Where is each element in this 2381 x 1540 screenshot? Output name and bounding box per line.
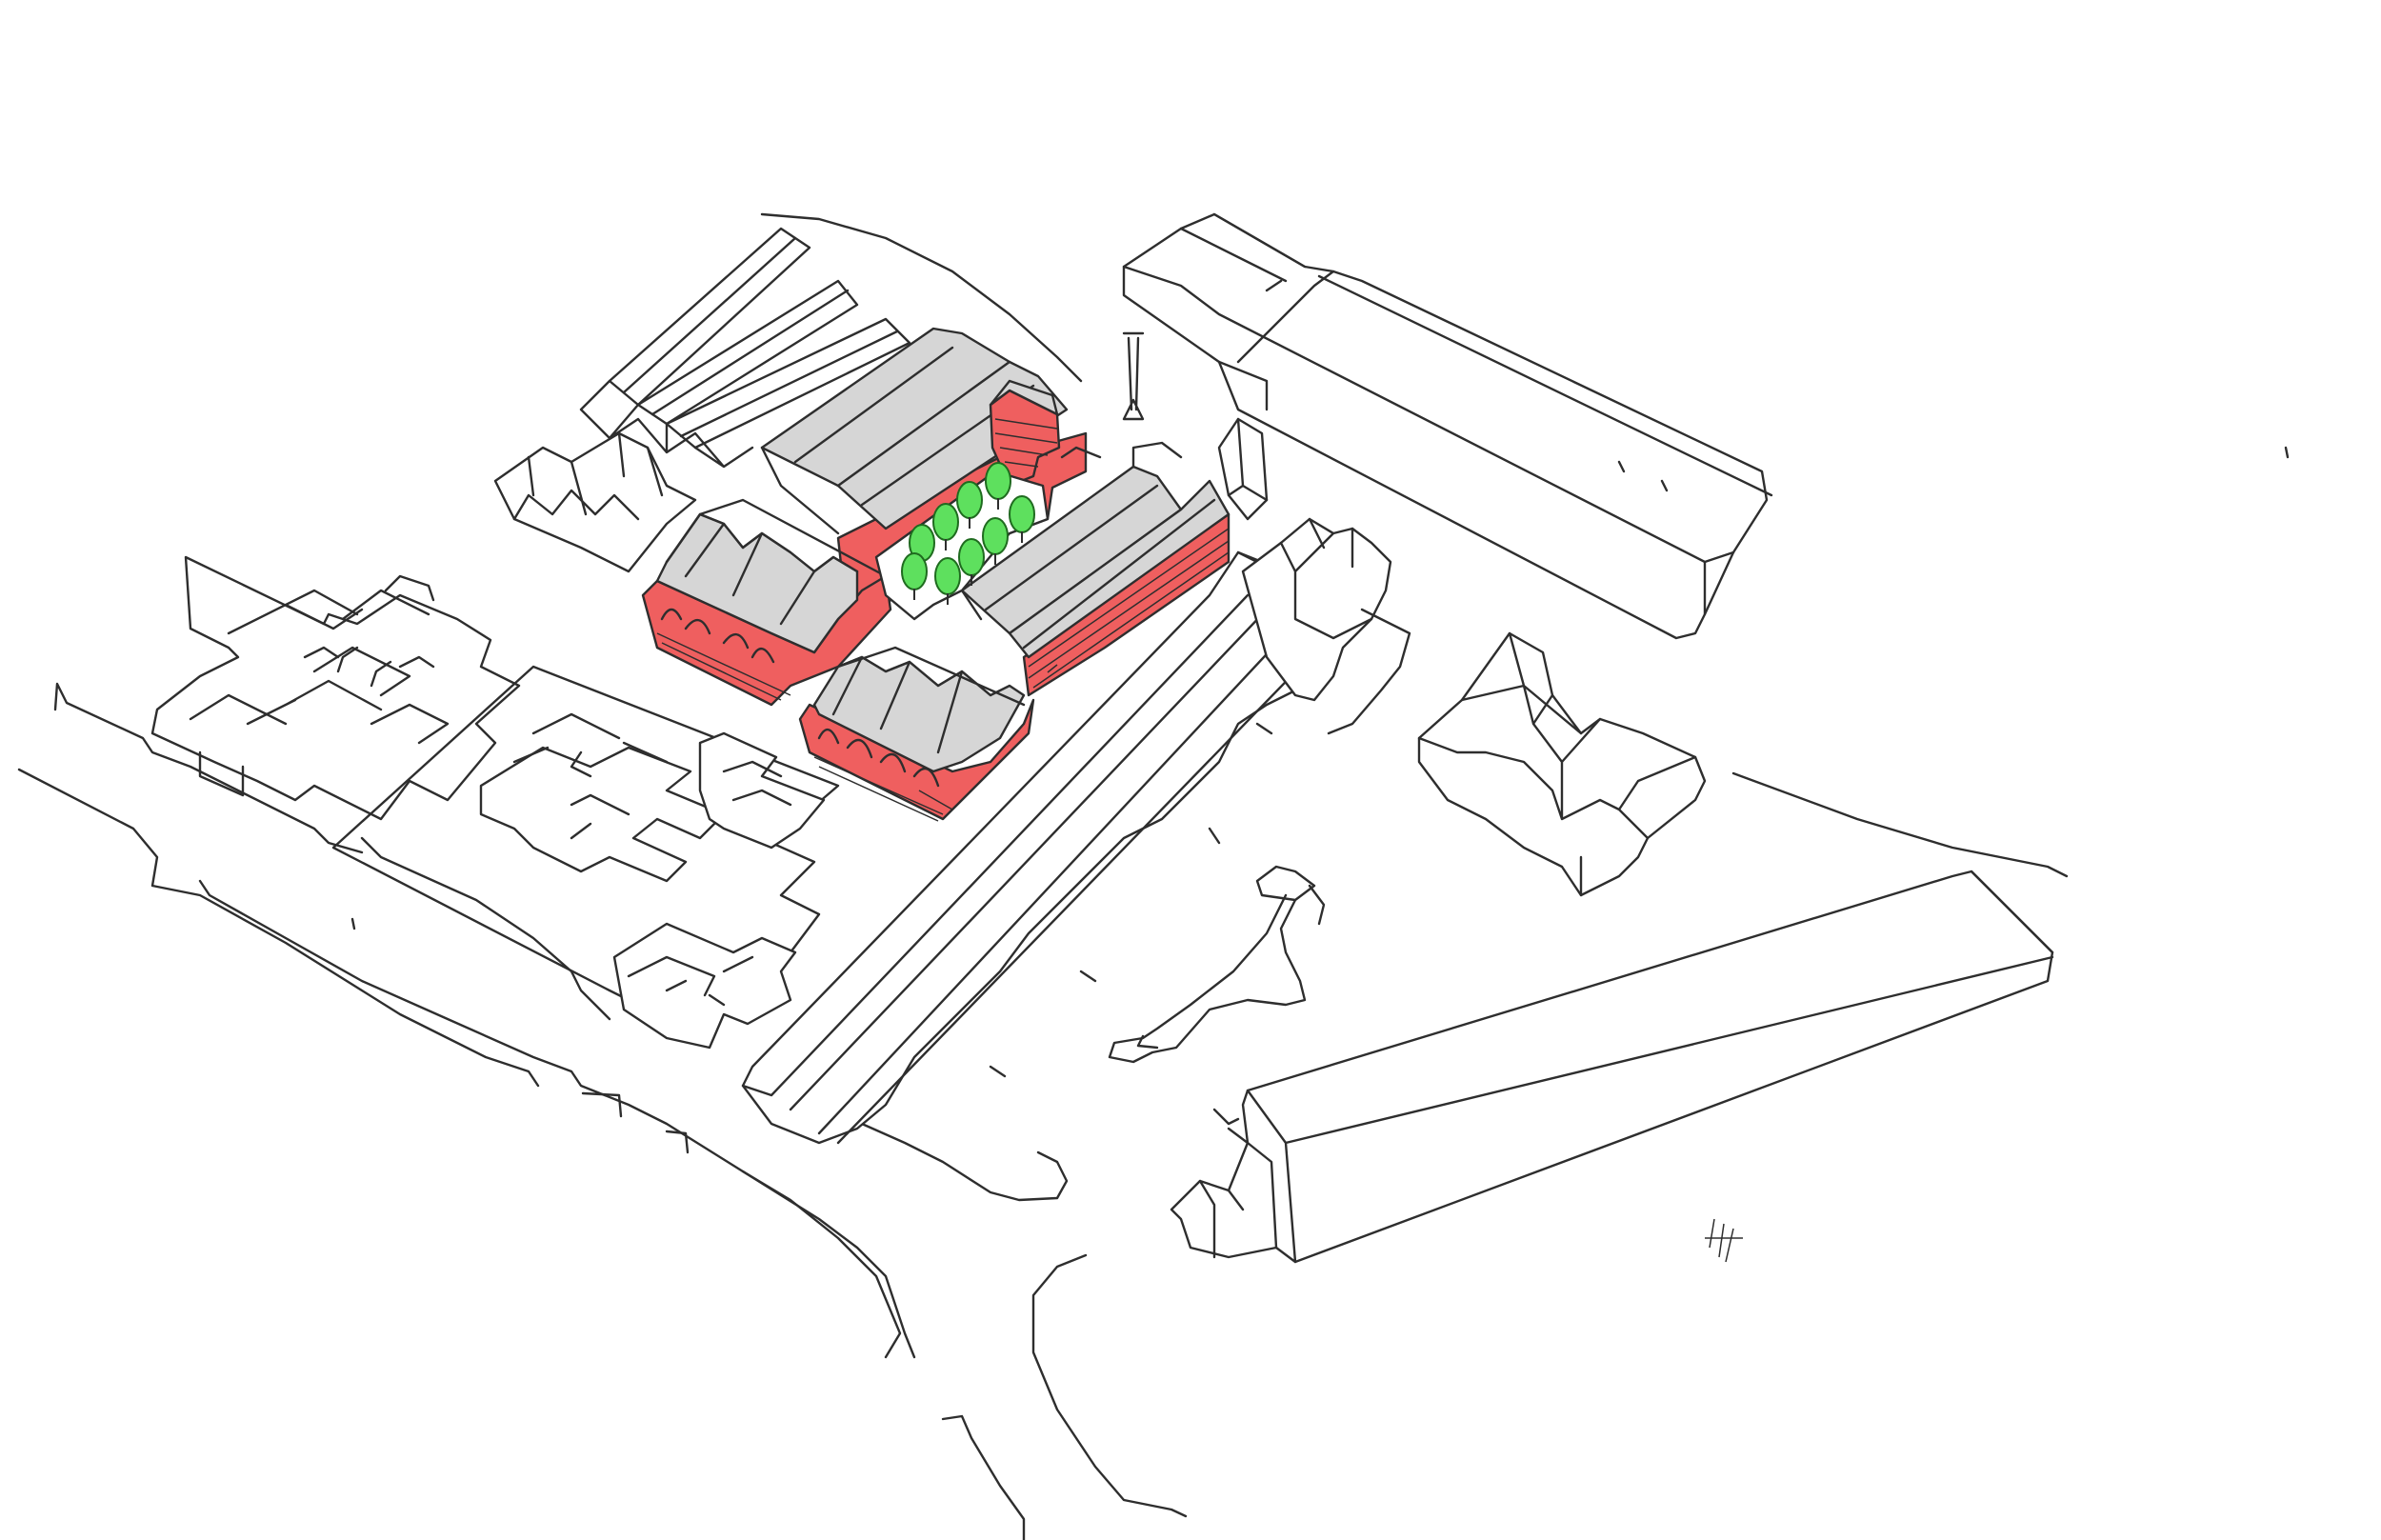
east-house: [1417, 631, 1707, 897]
tower-detail: [1227, 417, 1269, 502]
block-building-c: [612, 922, 797, 1050]
east-house-roof-lines: [1417, 631, 1697, 897]
new-range-south-west-arcade: [817, 729, 940, 788]
road-east-sweep: [1731, 771, 2069, 878]
block-building-a: [479, 746, 726, 883]
central-long-shed-ridges: [741, 550, 1311, 1145]
north-sheds-lower-row-detail: [512, 431, 664, 521]
road-edge-west-upper: [53, 682, 364, 854]
courtyard-trees: [901, 462, 1035, 605]
north-sheds-front: [579, 379, 754, 469]
minor-tick-south: [350, 917, 356, 930]
road-edge-main-north: [360, 836, 611, 1021]
chimney: [1122, 331, 1145, 421]
plaza-sculpture: [1108, 865, 1326, 1064]
courtyard-tree: [932, 503, 959, 541]
sculpture-detail: [1136, 884, 1326, 1050]
scatter-marks: [350, 446, 2290, 1263]
south-east-block: [1170, 870, 2054, 1264]
south-east-annex: [1170, 1141, 1278, 1259]
new-range-east-roof-ridges: [960, 441, 1216, 650]
new-range-north-west-wall-lines: [656, 632, 791, 701]
new-tower-north-roof: [989, 379, 1059, 416]
tower: [1217, 417, 1269, 521]
west-houses: [150, 555, 521, 821]
north-shed-3-ridge: [679, 330, 899, 438]
north-east-barn-end: [1617, 460, 1669, 492]
south-east-block-body: [1241, 870, 2054, 1264]
new-range-north-west-roof-ridges: [665, 498, 888, 626]
courtyard-tree: [934, 557, 961, 595]
road-south-west-edge: [741, 1170, 902, 1359]
south-east-annex-detail: [1198, 1127, 1250, 1259]
house-cluster-far-west-detail: [189, 574, 450, 745]
block-building-b-detail: [722, 760, 792, 807]
east-cluster: [1241, 517, 1411, 735]
road-edge-west-lower: [17, 768, 540, 1088]
east-cluster-building: [1241, 517, 1392, 702]
road-junction-mid: [665, 1130, 690, 1154]
hatch-mark-east: [1705, 1218, 1743, 1263]
north-east-barn-body: [1122, 212, 1769, 640]
central-long-shed-bays: [989, 722, 1273, 1078]
north-sheds: [493, 227, 911, 573]
central-long-shed: [741, 550, 1326, 1145]
road-east-kerb: [860, 1122, 1069, 1202]
central-west-block: [331, 665, 840, 1050]
road-south-stub: [941, 1414, 1026, 1540]
north-shed-2-ridge: [650, 289, 850, 416]
courtyard-tree: [982, 517, 1009, 555]
north-east-barn-ridges: [1122, 212, 1773, 616]
courtyard-tree: [985, 462, 1011, 500]
new-range-north-west-arcade: [660, 608, 775, 664]
courtyard-tree: [1009, 495, 1035, 533]
north-shed-1-ridge: [622, 236, 797, 394]
courtyard-tree: [958, 538, 985, 576]
block-building-a-detail: [512, 712, 669, 840]
south-east-annex-ledge: [1212, 1108, 1240, 1126]
road-south-east-edge: [1031, 1253, 1188, 1518]
new-range-east-roof-2: [1008, 479, 1231, 659]
new-tower-north-lines: [994, 418, 1058, 468]
courtyard-tree: [956, 481, 983, 519]
sculpture-outline: [1108, 865, 1316, 1064]
tower-and-chimney: [1122, 331, 1269, 521]
new-range-east-wall-lines: [1028, 528, 1230, 689]
east-cluster-detail: [1279, 517, 1373, 640]
new-development: [641, 327, 1231, 822]
new-range-south-west-roof-ridges: [831, 646, 1026, 754]
house-cluster-far-west: [150, 555, 521, 821]
road-junction-left: [581, 1091, 623, 1118]
new-range-south-west-wall-lines: [813, 756, 953, 822]
north-east-barn: [1122, 212, 1773, 640]
new-range-north-east-roof-1: [760, 327, 1011, 488]
minor-road-arc-east: [2284, 446, 2290, 459]
road-north-curve: [760, 212, 1083, 383]
courtyard-tree: [901, 552, 928, 590]
block-building-c-detail: [627, 955, 754, 1007]
east-cluster-wall: [1327, 608, 1411, 735]
house-cluster-far-west-rooflines: [198, 646, 435, 797]
south-east-block-ridges: [1246, 870, 2054, 1264]
north-sheds-lower-row: [493, 431, 697, 573]
roads: [17, 212, 2069, 1540]
